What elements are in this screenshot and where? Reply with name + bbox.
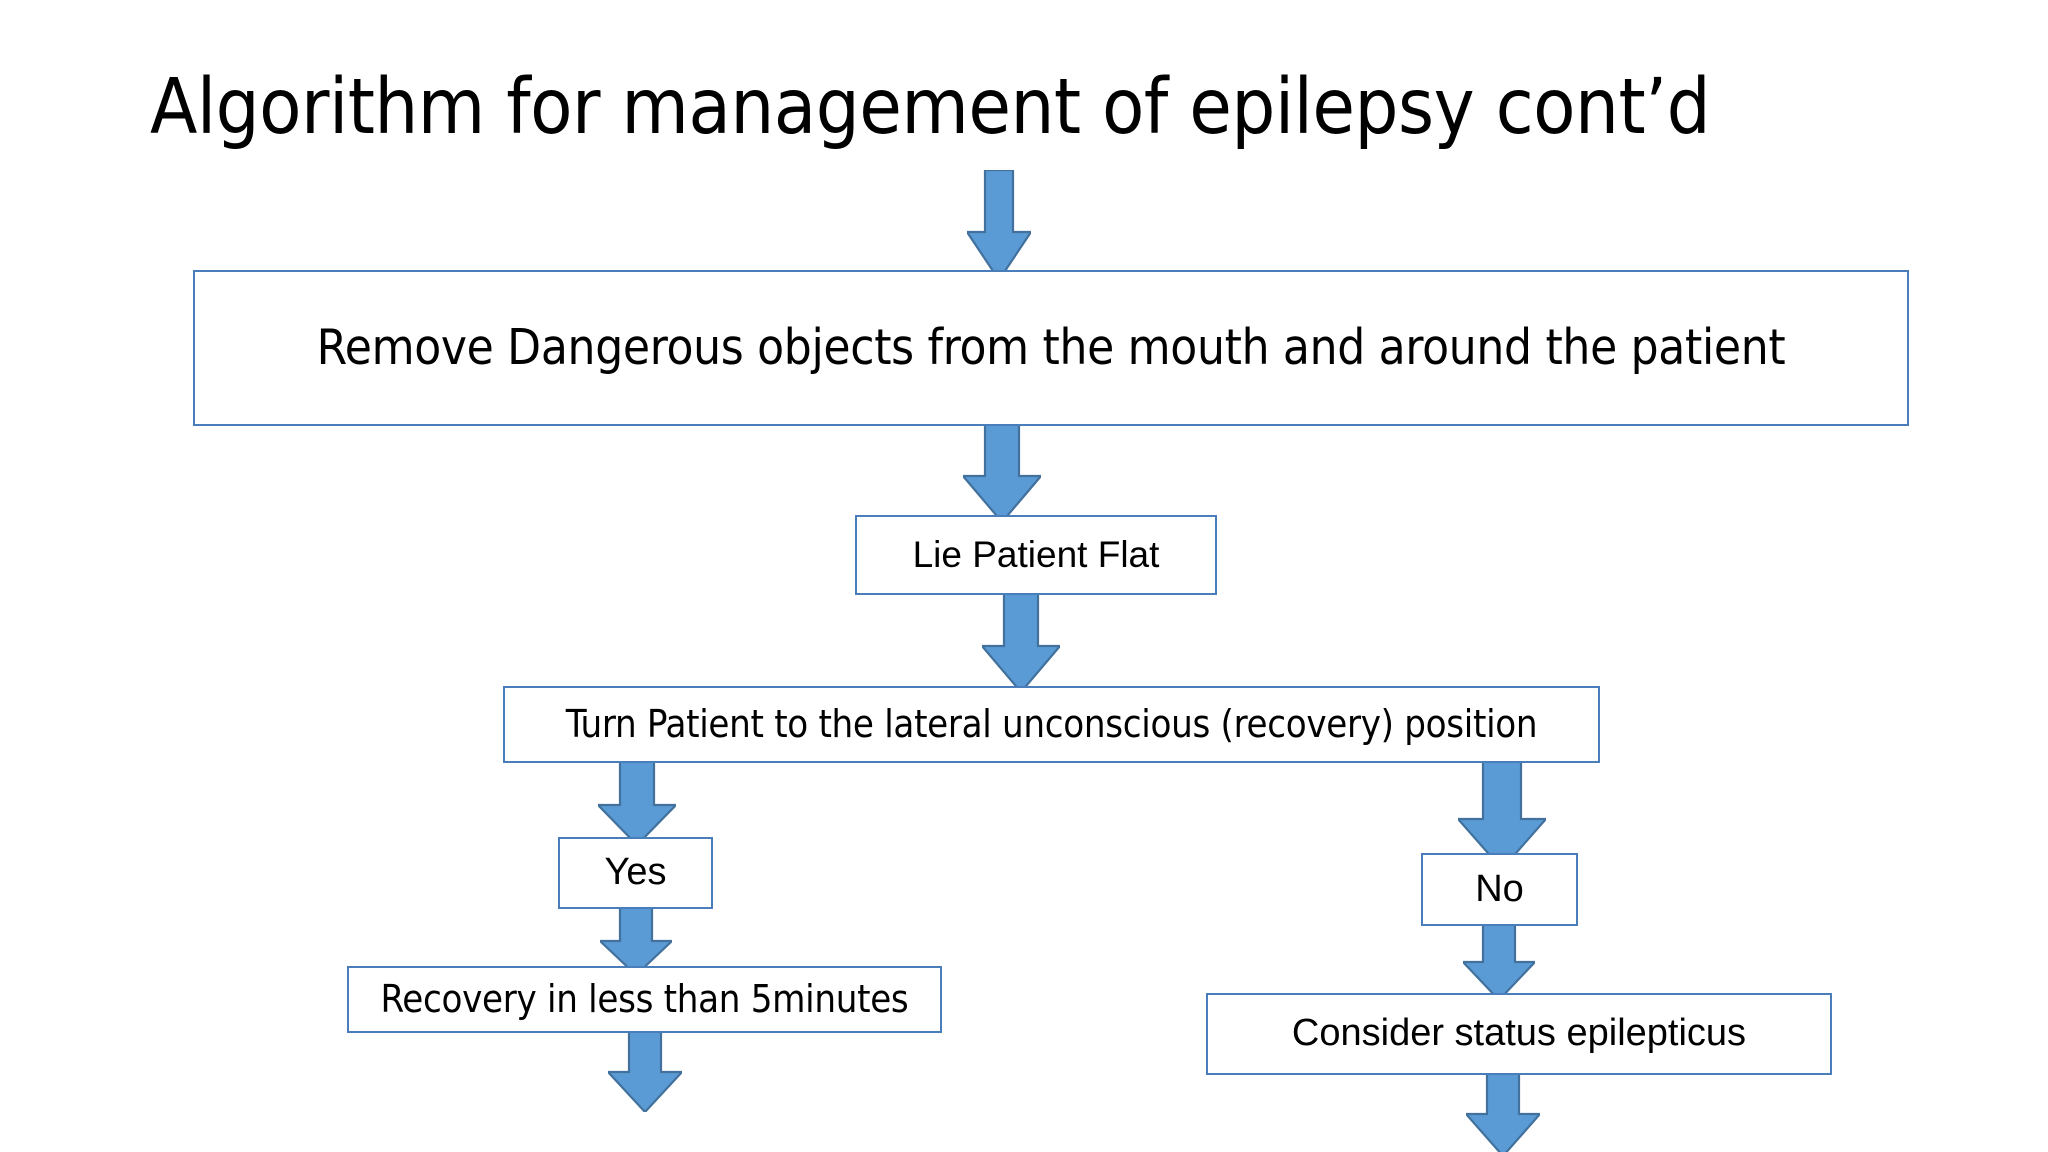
flow-node-label: Yes (604, 851, 667, 894)
flow-node-label: Remove Dangerous objects from the mouth … (316, 319, 1786, 377)
flow-node-no[interactable]: No (1421, 853, 1578, 926)
flow-node-turn-patient-recovery-position[interactable]: Turn Patient to the lateral unconscious … (503, 686, 1600, 763)
flow-node-label: Recovery in less than 5minutes (380, 976, 909, 1021)
flow-node-recovery-in-less-than-5-minutes[interactable]: Recovery in less than 5minutes (347, 966, 942, 1033)
flow-node-label: No (1475, 867, 1524, 910)
down-arrow-icon (600, 903, 672, 975)
flow-node-lie-patient-flat[interactable]: Lie Patient Flat (855, 515, 1217, 595)
flow-node-consider-status-epilepticus[interactable]: Consider status epilepticus (1206, 993, 1832, 1075)
flow-node-remove-dangerous-objects[interactable]: Remove Dangerous objects from the mouth … (193, 270, 1909, 426)
flow-node-label: Consider status epilepticus (1291, 1012, 1747, 1055)
down-arrow-icon (1458, 757, 1546, 869)
page-title: Algorithm for management of epilepsy con… (150, 63, 1711, 152)
flow-node-label: Lie Patient Flat (912, 533, 1160, 575)
down-arrow-icon (1466, 1068, 1540, 1152)
down-arrow-icon (967, 170, 1031, 280)
down-arrow-icon (963, 418, 1041, 522)
down-arrow-icon (982, 588, 1060, 692)
down-arrow-icon (1463, 920, 1535, 1000)
down-arrow-icon (608, 1026, 682, 1112)
flow-node-label: Turn Patient to the lateral unconscious … (565, 701, 1538, 746)
flow-node-yes[interactable]: Yes (558, 837, 713, 909)
down-arrow-icon (598, 757, 676, 845)
